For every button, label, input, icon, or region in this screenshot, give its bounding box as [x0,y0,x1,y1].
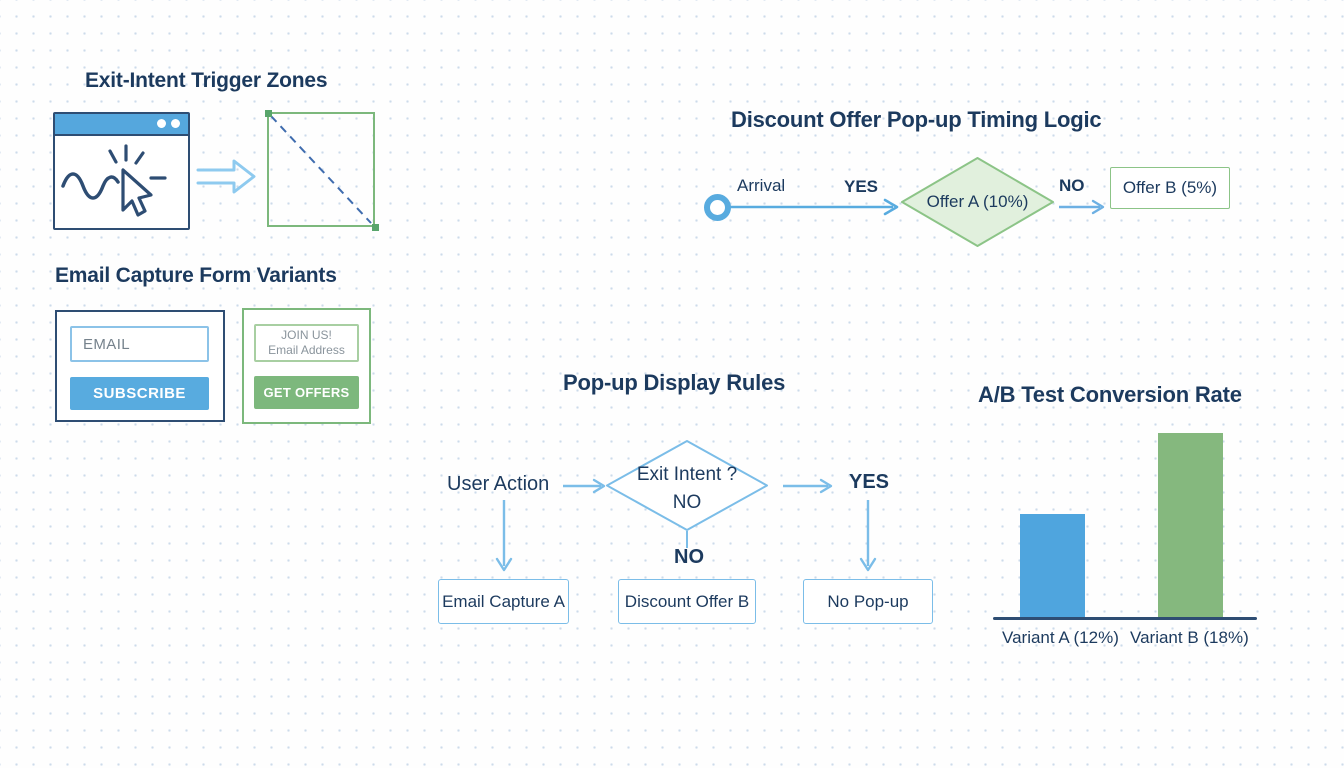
join-us-input-mockup[interactable]: JOIN US! Email Address [254,324,359,362]
browser-window-mockup[interactable] [53,112,190,230]
no-label-rules: NO [674,546,704,568]
outcome-email-capture-a[interactable]: Email Capture A [438,579,569,624]
decision-diamond-label: Offer A (10%) [926,192,1029,211]
ab-test-title: A/B Test Conversion Rate [978,382,1242,407]
window-control-dot [157,119,166,128]
trigger-zone-box[interactable] [265,110,379,231]
email-form-variant-a[interactable]: EMAIL SUBSCRIBE [55,310,225,422]
click-rays [108,144,167,180]
join-us-line2: Email Address [268,343,345,357]
email-forms-title: Email Capture Form Variants [55,264,337,287]
yes-label-rules: YES [849,471,890,493]
wave-scribble [61,172,120,200]
resize-handle[interactable] [372,224,379,231]
subscribe-button-mockup[interactable]: SUBSCRIBE [70,377,209,410]
resize-handle[interactable] [265,110,272,117]
browser-titlebar [55,114,188,136]
bar-variant-b[interactable] [1158,433,1223,618]
cursor-click-icon [61,144,167,217]
tick-label-variant-a: Variant A (12%) [1002,628,1119,647]
decision-diamond-exit-intent[interactable] [605,440,769,531]
window-control-dot [171,119,180,128]
cursor-arrow [121,168,153,217]
get-offers-button-mockup[interactable]: GET OFFERS [254,376,359,409]
flow-arrow [563,478,606,494]
email-input-mockup[interactable]: EMAIL [70,326,209,362]
outcome-no-pop-up[interactable]: No Pop-up [803,579,933,624]
arrival-label: Arrival [737,176,786,195]
flow-arrow [783,478,833,494]
display-rules-title: Pop-up Display Rules [563,370,786,395]
bar-variant-a[interactable] [1020,514,1085,618]
flow-connector-line [686,531,689,548]
decision-diamond-offer-a[interactable] [900,157,1055,247]
chart-x-axis [993,617,1257,620]
user-action-label: User Action [447,473,550,495]
arrow-right-icon [196,159,256,194]
no-label-timing: NO [1059,176,1085,195]
timing-logic-title: Discount Offer Pop-up Timing Logic [731,107,1102,132]
exit-intent-title: Exit-Intent Trigger Zones [85,69,328,92]
yes-label-timing: YES [844,177,879,196]
decision-line1: Exit Intent ? [636,463,738,485]
tick-label-variant-b: Variant B (18%) [1130,628,1249,647]
flow-arrow-down [859,500,877,572]
email-form-variant-b[interactable]: JOIN US! Email Address GET OFFERS [242,308,371,424]
flow-arrow [1059,199,1105,215]
exit-intent-decision-label: Exit Intent ? NO [605,446,769,531]
outcome-discount-offer-b[interactable]: Discount Offer B [618,579,756,624]
start-node-icon[interactable] [704,194,731,221]
diagonal-dashed-line [270,115,372,224]
flow-arrow-down [495,500,513,572]
join-us-line1: JOIN US! [281,328,332,342]
decision-line2: NO [672,491,702,513]
flow-arrow [729,198,899,216]
offer-b-node[interactable]: Offer B (5%) [1110,167,1230,209]
